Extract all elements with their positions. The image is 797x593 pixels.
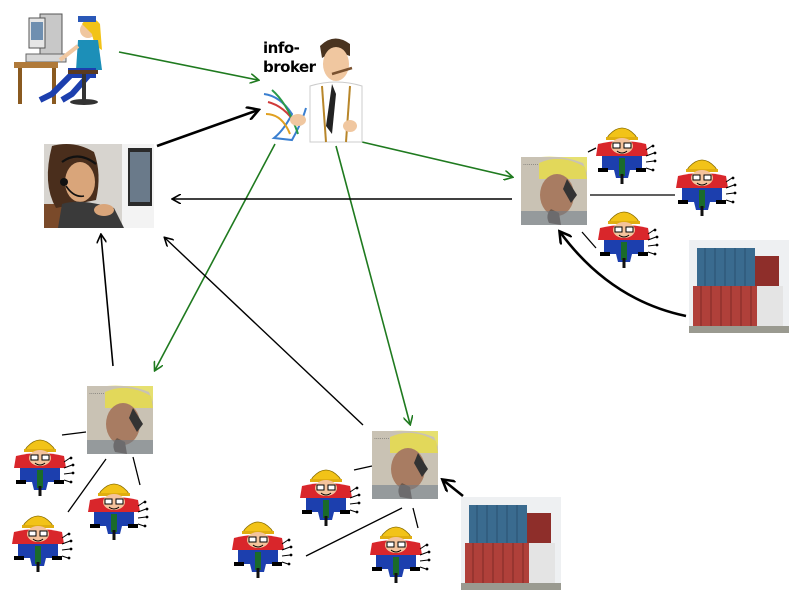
arrows <box>61 51 687 557</box>
worker-icon <box>299 469 361 527</box>
broker-label-line2: broker <box>263 58 317 76</box>
worker-icon <box>13 439 75 497</box>
crew-left <box>11 439 149 573</box>
arrow-containers-to-foreman-bottom <box>443 480 464 498</box>
worker-icon <box>675 159 737 217</box>
shipping-containers-bottom-icon <box>460 496 562 591</box>
arrow-foreman-bottom-to-operator <box>165 238 364 426</box>
arrow-user-to-broker <box>118 51 258 80</box>
arrow-broker-to-foreman-bottom <box>335 145 410 424</box>
foreman-bottom-on-phone-icon <box>372 430 438 499</box>
crew-links <box>61 147 675 557</box>
worker-icon <box>11 515 73 573</box>
arrow-foreman-left-to-operator <box>101 235 114 367</box>
arrow-broker-to-foreman-left <box>155 143 276 370</box>
worker-icon <box>595 127 657 185</box>
arrow-broker-to-foreman-right <box>361 141 512 177</box>
shipping-containers-right-icon <box>688 239 790 334</box>
info-broker-icon: info- broker <box>263 38 363 143</box>
arrow-operator-to-broker <box>156 110 258 148</box>
foreman-right-on-phone-icon <box>521 156 587 225</box>
foreman-left-on-phone-icon <box>87 385 153 454</box>
call-center-operator-icon <box>44 144 154 228</box>
worker-icon <box>597 211 659 269</box>
broker-label-line1: info- <box>263 39 300 57</box>
worker-icon <box>231 521 293 579</box>
worker-icon <box>87 483 149 541</box>
computer-user-icon <box>14 13 102 105</box>
arrow-containers-to-foreman-right <box>560 232 687 318</box>
worker-icon <box>369 526 431 584</box>
